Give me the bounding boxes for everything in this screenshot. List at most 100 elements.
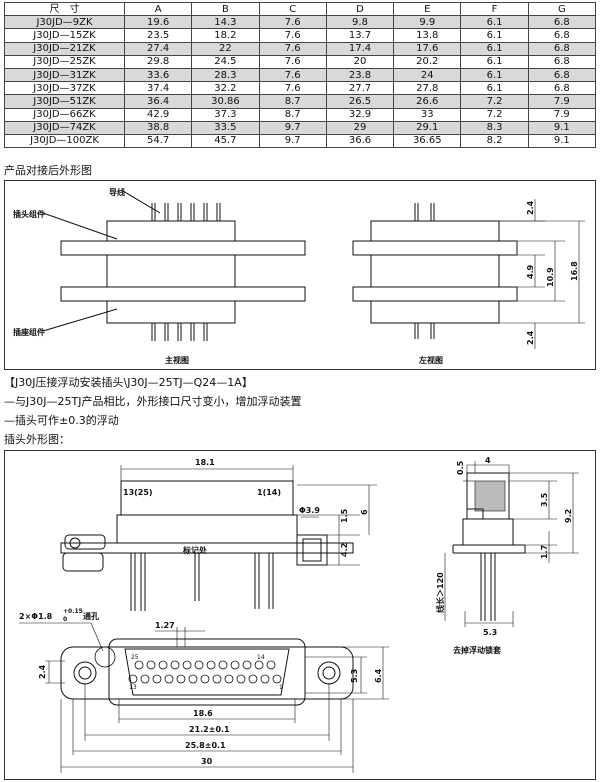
dim-mid: 4.9 (526, 264, 535, 279)
model-cell: J30JD—25ZK (4, 54, 125, 69)
value-cell: 9.8 (325, 15, 395, 30)
contact-hole (224, 674, 234, 684)
dim-center: 10.9 (546, 267, 555, 287)
dim-18-6: 18.6 (193, 709, 213, 718)
hole-word: 通孔 (83, 611, 99, 621)
value-cell: 33.5 (191, 120, 260, 135)
value-cell: 42.9 (123, 107, 193, 122)
contact-hole (206, 660, 216, 670)
dim-1-5: 1.5 (340, 508, 349, 523)
value-cell: 37.3 (191, 107, 260, 122)
mated-assembly-drawing: 导线 插头组件 插座组件 主视图 左视图 2.4 4.9 10.9 16.8 2… (13, 187, 585, 365)
model-cell: J30JD—37ZK (4, 81, 125, 96)
plug-outline-drawing: 18.1 13(25) 1(14) Φ3.9 1.5 6 4.2 标记处 2×Φ… (19, 456, 579, 773)
contact-hole (272, 674, 282, 684)
pin-label-right: 1(14) (257, 488, 281, 497)
contact-hole (260, 674, 270, 684)
value-cell: 7.2 (460, 107, 529, 122)
value-cell: 20.2 (393, 54, 462, 69)
contact-hole (176, 674, 186, 684)
value-cell: 9.7 (258, 133, 327, 149)
value-cell: 24.5 (191, 54, 260, 69)
marking-label: 标记处 (182, 545, 208, 555)
value-cell: 7.6 (258, 15, 327, 30)
model-cell: J30JD—66ZK (4, 107, 125, 122)
value-cell: 6.8 (527, 28, 597, 43)
value-cell: 54.7 (123, 133, 193, 149)
value-cell: 6.1 (460, 67, 529, 83)
value-cell: 6.1 (460, 81, 529, 96)
value-cell: 6.8 (527, 81, 597, 96)
mated-drawing-frame: 导线 插头组件 插座组件 主视图 左视图 2.4 4.9 10.9 16.8 2… (4, 180, 596, 370)
wire-group-top (151, 203, 221, 221)
value-cell: 27.8 (393, 81, 462, 96)
pin-label-left: 13(25) (123, 488, 153, 497)
model-cell: J30JD—51ZK (4, 94, 125, 109)
value-cell: 14.3 (191, 15, 260, 30)
value-cell: 6.8 (527, 67, 597, 83)
side-dim-4: 4 (485, 456, 491, 465)
dim-top: 2.4 (526, 200, 535, 215)
hole-note: 2×Φ1.8 (19, 612, 53, 621)
value-cell: 19.6 (123, 15, 193, 30)
dim-18-1: 18.1 (195, 458, 215, 467)
value-cell: 22 (191, 41, 260, 56)
model-cell: J30JD—31ZK (4, 67, 125, 83)
contact-13: 13 (129, 684, 137, 691)
value-cell: 37.4 (123, 81, 193, 96)
value-cell: 7.2 (460, 94, 529, 109)
value-cell: 7.9 (527, 94, 597, 109)
value-cell: 29.1 (393, 120, 462, 135)
section2-line3: 插头外形图： (4, 433, 70, 446)
value-cell: 26.5 (325, 94, 395, 109)
dim-bottom: 2.4 (526, 330, 535, 345)
value-cell: 9.7 (258, 120, 327, 135)
left-view-label: 左视图 (418, 355, 443, 365)
contact-14: 14 (257, 654, 265, 661)
table-header-cell: C (258, 1, 327, 17)
value-cell: 7.6 (258, 28, 327, 43)
value-cell: 33.6 (123, 67, 193, 83)
value-cell: 17.4 (325, 41, 395, 56)
contact-25: 25 (131, 654, 139, 661)
value-cell: 26.6 (393, 94, 462, 109)
value-cell: 20 (325, 54, 395, 69)
value-cell: 23.5 (123, 28, 193, 43)
value-cell: 8.2 (460, 133, 529, 149)
model-cell: J30JD—21ZK (4, 41, 125, 56)
value-cell: 30.86 (191, 94, 260, 109)
value-cell: 6.8 (527, 54, 597, 69)
value-cell: 23.8 (325, 67, 395, 83)
label-socket-assembly: 插座组件 (13, 327, 45, 337)
value-cell: 7.6 (258, 41, 327, 56)
side-dim-1-7: 1.7 (540, 545, 549, 559)
value-cell: 6.1 (460, 28, 529, 43)
side-dim-3-5: 3.5 (540, 492, 549, 507)
contact-hole (146, 660, 156, 670)
value-cell: 38.8 (123, 120, 193, 135)
dim-30: 30 (201, 757, 213, 766)
hole-tolerance-lower: 0 (63, 616, 67, 623)
contact-hole (188, 674, 198, 684)
value-cell: 7.6 (258, 67, 327, 83)
section1-title: 产品对接后外形图 (4, 164, 92, 177)
side-dim-5-3: 5.3 (483, 628, 497, 637)
contact-hole (266, 660, 276, 670)
value-cell: 7.6 (258, 54, 327, 69)
hole-tolerance-upper: +0.15 (63, 608, 83, 615)
value-cell: 27.7 (325, 81, 395, 96)
table-header-cell: E (393, 1, 462, 17)
value-cell: 17.6 (393, 41, 462, 56)
dim-total: 16.8 (570, 261, 579, 281)
value-cell: 33 (393, 107, 462, 122)
value-cell: 45.7 (191, 133, 260, 149)
contact-hole (134, 660, 144, 670)
value-cell: 18.2 (191, 28, 260, 43)
value-cell: 36.65 (393, 133, 462, 149)
